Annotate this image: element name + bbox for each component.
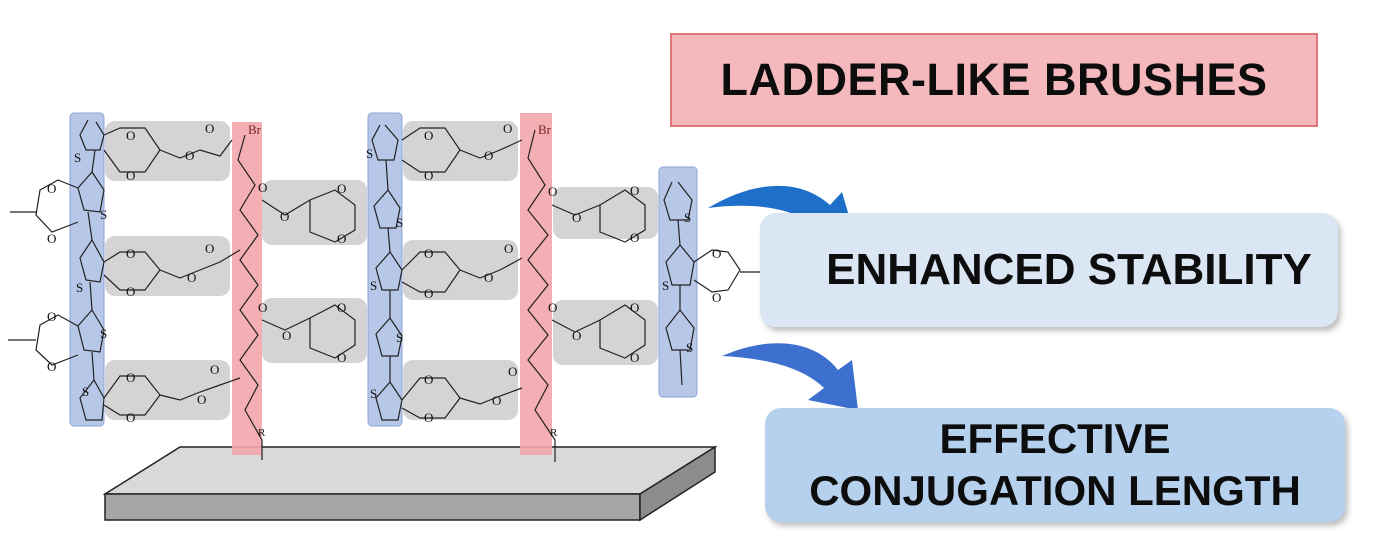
atom-o: O bbox=[548, 184, 557, 199]
atom-s: S bbox=[100, 207, 107, 222]
atom-o: O bbox=[210, 362, 219, 377]
atom-o: O bbox=[424, 410, 433, 425]
atom-s: S bbox=[370, 386, 377, 401]
atom-br: Br bbox=[538, 122, 552, 137]
atom-o: O bbox=[337, 231, 346, 246]
atom-o: O bbox=[280, 209, 289, 224]
atom-o: O bbox=[492, 393, 501, 408]
atom-s: S bbox=[366, 146, 373, 161]
atom-o: O bbox=[187, 270, 196, 285]
effective-conjugation-box: EFFECTIVE CONJUGATION LENGTH bbox=[765, 408, 1345, 522]
atom-o: O bbox=[282, 328, 291, 343]
conjugation-line-1: EFFECTIVE bbox=[939, 415, 1171, 462]
atom-o: O bbox=[712, 246, 721, 261]
title-text: LADDER-LIKE BRUSHES bbox=[720, 54, 1268, 105]
atom-o: O bbox=[424, 372, 433, 387]
atom-o: O bbox=[126, 168, 135, 183]
atom-o: O bbox=[424, 246, 433, 261]
atom-o: O bbox=[126, 128, 135, 143]
atom-o: O bbox=[712, 290, 721, 305]
atom-s: S bbox=[396, 330, 403, 345]
atom-r: R bbox=[258, 427, 266, 439]
atom-o: O bbox=[424, 286, 433, 301]
atom-s: S bbox=[662, 278, 669, 293]
atom-o: O bbox=[126, 410, 135, 425]
atom-labels: O O S S O O S S S O O O O O O O O O O O … bbox=[47, 121, 721, 439]
enhanced-stability-box: ENHANCED STABILITY bbox=[760, 213, 1338, 327]
atom-o: O bbox=[47, 309, 56, 324]
atom-o: O bbox=[205, 121, 214, 136]
atom-s: S bbox=[370, 278, 377, 293]
atom-o: O bbox=[197, 392, 206, 407]
atom-s: S bbox=[396, 215, 403, 230]
side-chain-highlights bbox=[105, 121, 658, 420]
atom-o: O bbox=[258, 300, 267, 315]
molecular-skeleton bbox=[8, 119, 765, 462]
atom-br: Br bbox=[248, 122, 262, 137]
atom-o: O bbox=[47, 231, 56, 246]
stability-text: ENHANCED STABILITY bbox=[826, 245, 1312, 294]
atom-o: O bbox=[126, 246, 135, 261]
conjugation-line-2: CONJUGATION LENGTH bbox=[809, 467, 1301, 514]
atom-o: O bbox=[424, 128, 433, 143]
substrate bbox=[102, 445, 718, 522]
ladder-like-brushes-title: LADDER-LIKE BRUSHES bbox=[670, 33, 1318, 127]
atom-o: O bbox=[337, 300, 346, 315]
atom-o: O bbox=[572, 328, 581, 343]
atom-o: O bbox=[572, 210, 581, 225]
atom-s: S bbox=[100, 326, 107, 341]
polymer-backbone-highlight-1 bbox=[232, 122, 262, 455]
arrow-to-conjugation bbox=[722, 343, 858, 410]
atom-s: S bbox=[74, 150, 81, 165]
atom-s: S bbox=[684, 210, 691, 225]
atom-s: S bbox=[76, 280, 83, 295]
atom-o: O bbox=[258, 180, 267, 195]
atom-o: O bbox=[337, 181, 346, 196]
atom-o: O bbox=[503, 121, 512, 136]
atom-o: O bbox=[424, 168, 433, 183]
atom-o: O bbox=[504, 241, 513, 256]
atom-o: O bbox=[484, 270, 493, 285]
atom-o: O bbox=[126, 370, 135, 385]
atom-o: O bbox=[630, 183, 639, 198]
atom-o: O bbox=[205, 241, 214, 256]
atom-o: O bbox=[630, 350, 639, 365]
atom-o: O bbox=[484, 148, 493, 163]
atom-o: O bbox=[548, 300, 557, 315]
atom-r: R bbox=[550, 427, 558, 439]
atom-o: O bbox=[47, 359, 56, 374]
atom-o: O bbox=[630, 300, 639, 315]
atom-o: O bbox=[337, 350, 346, 365]
atom-o: O bbox=[47, 181, 56, 196]
atom-s: S bbox=[82, 384, 89, 399]
atom-o: O bbox=[126, 284, 135, 299]
atom-o: O bbox=[508, 364, 517, 379]
atom-o: O bbox=[185, 148, 194, 163]
atom-s: S bbox=[686, 340, 693, 355]
atom-o: O bbox=[630, 230, 639, 245]
